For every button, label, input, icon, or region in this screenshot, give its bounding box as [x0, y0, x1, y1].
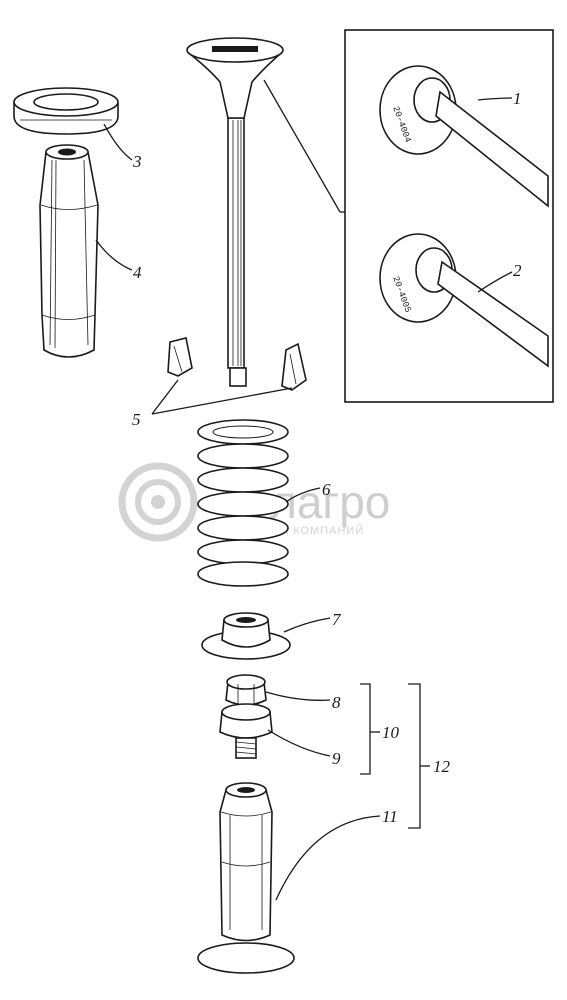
part-9-nut: [219, 703, 273, 759]
label-2: 2: [513, 261, 522, 280]
label-6: 6: [322, 480, 331, 499]
inset-valve-1: 20-4004: [379, 65, 549, 208]
label-9: 9: [332, 749, 341, 768]
label-3: 3: [132, 152, 142, 171]
label-12: 12: [433, 757, 451, 776]
part-7-spring-plate: [201, 612, 291, 660]
inset-valve-2: 20-4005: [379, 233, 549, 368]
part-labels: 1 2 3 4 5 6 7 8 9 10 11 12: [132, 89, 522, 826]
part-11-tappet: [197, 782, 295, 974]
label-5: 5: [132, 410, 141, 429]
label-7: 7: [332, 610, 342, 629]
watermark-brand: лагро: [270, 476, 390, 528]
part-3-ring: [13, 87, 119, 135]
part-5-collets: [167, 337, 307, 391]
part-8-bolt: [225, 674, 267, 706]
label-11: 11: [382, 807, 398, 826]
valve-stem: [186, 37, 284, 387]
inset-valve-variants: 20-4004 20-4005: [263, 29, 554, 403]
part-4-valve-guide: [39, 144, 99, 358]
label-4: 4: [133, 263, 142, 282]
label-1: 1: [513, 89, 522, 108]
part-6-spring: [197, 419, 289, 587]
label-10: 10: [382, 723, 400, 742]
label-8: 8: [332, 693, 341, 712]
leader-lines: [95, 97, 513, 901]
